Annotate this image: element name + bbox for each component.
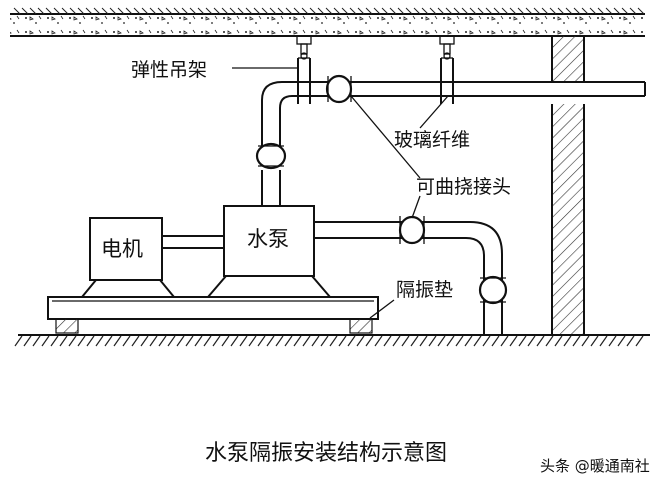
- diagram-caption: 水泵隔振安装结构示意图: [205, 441, 447, 466]
- discharge-pipe: [314, 221, 503, 335]
- flex-joint-upper: [255, 142, 287, 170]
- flex-joint-discharge: [398, 215, 426, 245]
- leader-lines: [232, 67, 449, 319]
- hanger-left: [296, 35, 312, 104]
- label-flex-joint: 可曲挠接头: [416, 176, 511, 198]
- hanger-right: [439, 35, 455, 104]
- watermark: 头条 @暖通南社: [540, 457, 650, 475]
- flex-joint-vertical: [478, 275, 508, 305]
- label-hanger: 弹性吊架: [131, 59, 207, 81]
- isolation-pad-left: [55, 318, 79, 334]
- flex-joint-horizontal: [325, 74, 353, 104]
- label-motor: 电机: [101, 237, 143, 261]
- shaft: [162, 235, 224, 249]
- riser-pipe: [261, 170, 281, 205]
- isolation-pad-right: [349, 318, 373, 334]
- label-glass-fiber: 玻璃纤维: [394, 129, 470, 151]
- wall-column: [549, 36, 587, 334]
- floor: [13, 7, 650, 347]
- label-isolation-pad: 隔振垫: [396, 279, 453, 301]
- label-pump: 水泵: [247, 227, 289, 251]
- upper-pipe: [261, 81, 646, 160]
- ceiling-slab: [10, 13, 645, 37]
- base-plate: [47, 296, 379, 320]
- pump: [207, 205, 331, 298]
